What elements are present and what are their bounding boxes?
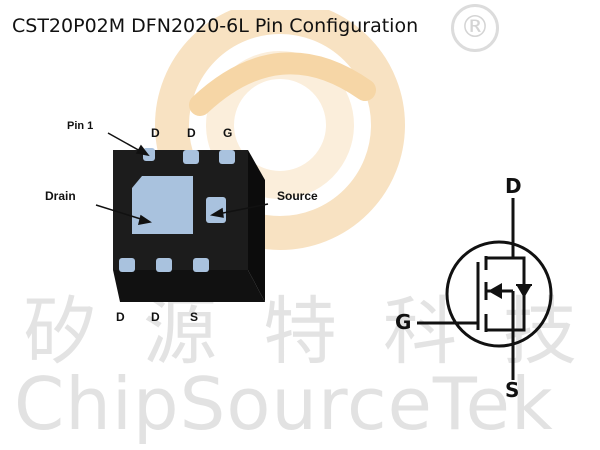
top-pin-label: G	[223, 126, 233, 140]
pin1-callout: Pin 1	[67, 120, 94, 132]
bottom-pin-label: D	[116, 310, 125, 324]
symbol-circle	[445, 240, 553, 348]
registered-mark: ®	[451, 4, 499, 52]
pin1-arrow	[107, 132, 143, 153]
watermark-char: 特	[263, 289, 337, 375]
page-title: CST20P02M DFN2020-6L Pin Configuration	[12, 15, 419, 37]
package-side-face	[248, 150, 265, 302]
body-arrow	[488, 283, 502, 299]
watermark-english: ChipSourceTek	[14, 362, 554, 446]
watermark-char: 矽	[23, 289, 97, 375]
drain-callout: Drain	[45, 189, 76, 203]
symbol-drain-label: D	[505, 174, 522, 198]
pin1-arrow-head	[135, 144, 150, 157]
watermark-chinese: 矽 源 特 科 技	[0, 272, 600, 379]
pin-pad	[219, 150, 235, 164]
watermark-char: 科	[383, 289, 457, 375]
top-pin-label: D	[187, 126, 196, 140]
drain-arrow	[95, 204, 145, 221]
pin-pad	[156, 258, 172, 272]
diode-triangle	[517, 286, 531, 298]
pin-pad	[183, 150, 199, 164]
source-arrow-head	[209, 207, 224, 218]
pin-pad	[119, 258, 135, 272]
mosfet-symbol	[417, 198, 553, 380]
bottom-pin-label: D	[151, 310, 160, 324]
package-bottom-face	[113, 270, 265, 302]
drain-pad	[132, 176, 193, 234]
watermark-char: 源	[143, 289, 217, 375]
source-pad	[206, 197, 226, 223]
drain-arrow-head	[137, 214, 152, 225]
source-callout: Source	[277, 189, 318, 203]
symbol-source-label: S	[505, 378, 520, 402]
pin-pad	[193, 258, 209, 272]
watermark-logo	[155, 10, 405, 250]
top-pin-label: D	[151, 126, 160, 140]
symbol-gate-label: G	[395, 310, 412, 334]
source-arrow	[217, 203, 269, 215]
watermark-char: 技	[503, 289, 577, 375]
bottom-pin-label: S	[190, 310, 199, 324]
